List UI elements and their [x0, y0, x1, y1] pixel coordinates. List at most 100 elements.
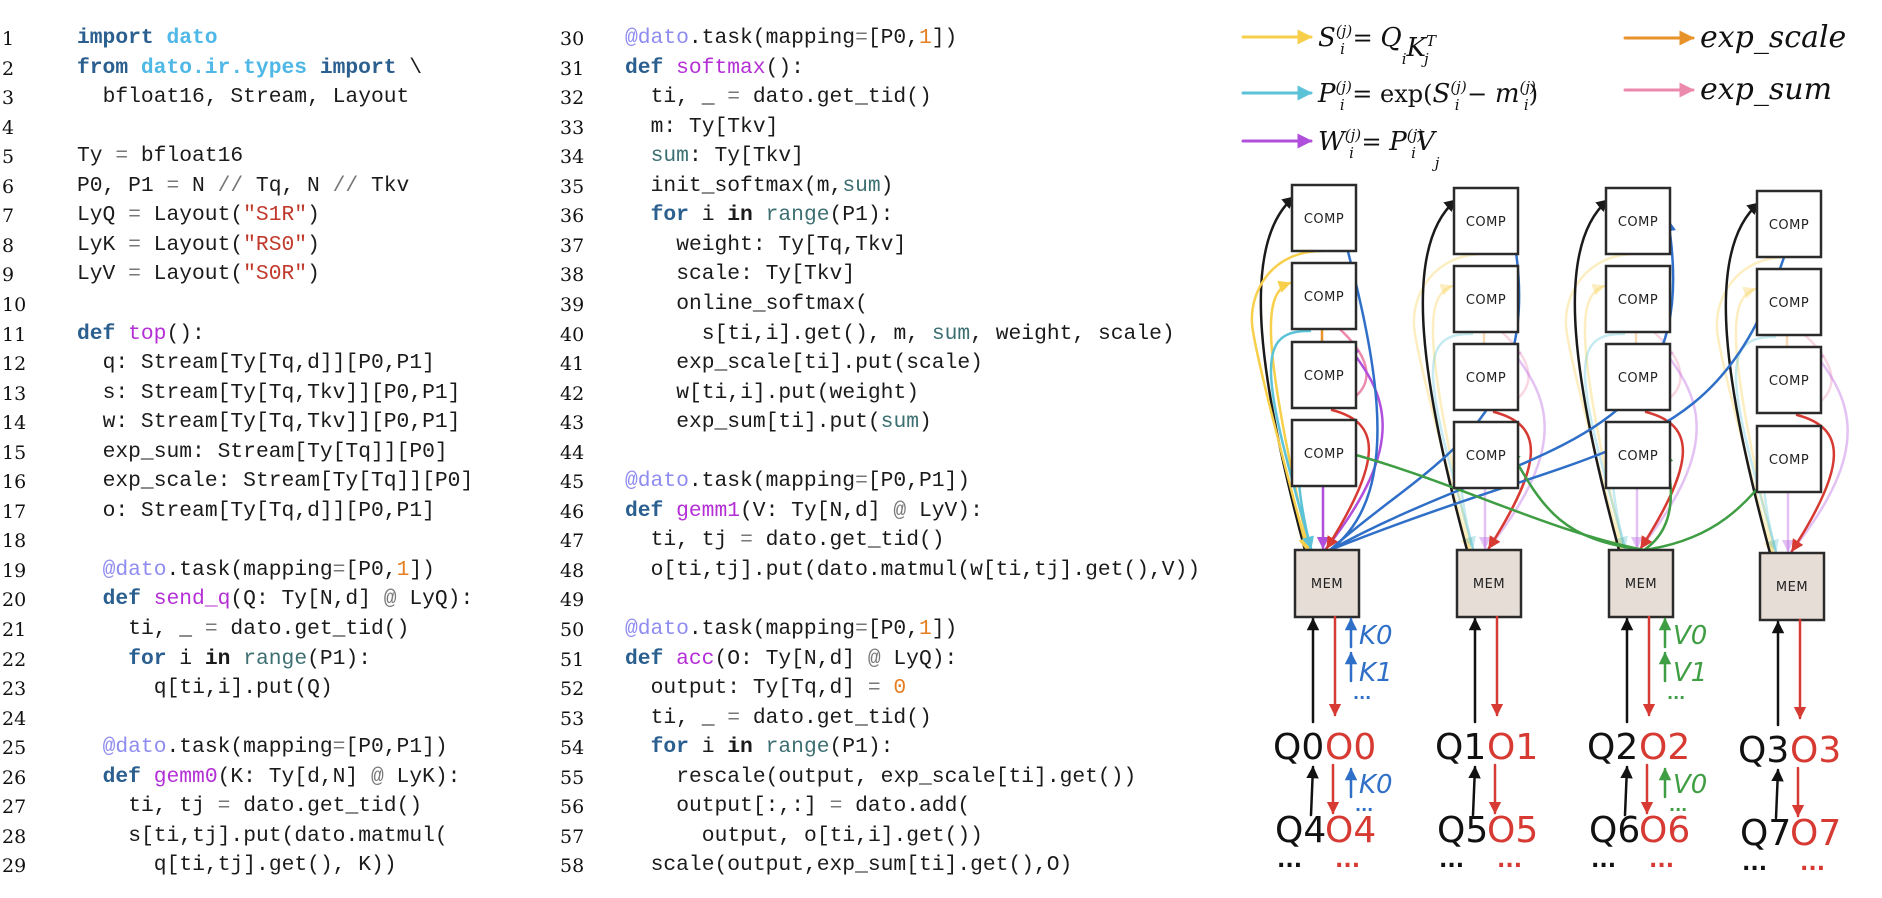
code-token: Layout( [140, 232, 244, 257]
code-text: LyK = Layout("RS0") [77, 233, 320, 257]
comp-box-frame [1452, 342, 1520, 412]
code-token: ti, tj [128, 794, 218, 819]
code-token: q: Stream[Ty[Tq,d]][P0,P1] [102, 351, 435, 376]
code-token: = [855, 26, 868, 50]
code-token: in [727, 203, 753, 228]
code-text: exp_sum[ti].put(sum) [676, 410, 932, 434]
o-label: O4 [1325, 810, 1376, 851]
v-edge [1508, 448, 1646, 552]
code-token: def [625, 498, 664, 523]
code-token: for [650, 735, 689, 760]
code-token: LyQ [77, 203, 129, 228]
code-token: def [102, 764, 141, 789]
ellipsis: ... [1497, 848, 1522, 873]
line-number: 45 [560, 471, 585, 494]
legend-label: W(j)i = P(j)iVj [1318, 126, 1440, 172]
code-text: for i in range(P1): [651, 203, 894, 227]
p-edge [1583, 332, 1628, 550]
o-edge [1790, 413, 1836, 553]
code-text: weight: Ty[Tq,Tkv] [676, 233, 906, 257]
code-token: P0, P1 [77, 173, 167, 198]
code-token: ) [880, 173, 894, 198]
line-number: 20 [2, 589, 27, 612]
comp-label: COMP [1304, 447, 1344, 462]
o-label: O0 [1325, 727, 1376, 768]
code-token: exp_sum[ti].put( [676, 410, 881, 435]
comp-box: COMP [1604, 342, 1672, 412]
code-token: Ty [77, 144, 116, 169]
comp-box-frame [1290, 340, 1358, 410]
code-token [141, 587, 154, 611]
comp-box: COMP [1452, 186, 1520, 256]
comp-label: COMP [1618, 371, 1658, 386]
code-token: = [128, 262, 141, 287]
code-token: [P0,P1]) [867, 469, 971, 494]
code-token: Layout( [140, 203, 244, 228]
code-token: (P1): [829, 203, 894, 228]
boxes: COMP COMP COMP COMP MEM COMP COMP COMP COMP MEM CO… [1290, 183, 1826, 622]
code-token: ) [919, 410, 932, 435]
code-text: Ty = bfloat16 [77, 144, 243, 168]
code-token: ]) [931, 617, 958, 641]
comp-box: COMP [1604, 264, 1672, 334]
line-number: 30 [560, 28, 585, 50]
comp-label: COMP [1769, 296, 1809, 311]
code-token: init_softmax(m, [650, 173, 843, 198]
code-text: rescale(output, exp_scale[ti].get()) [676, 765, 1136, 789]
legend-label: P(j)i = exp(S(j)i − m(j)i) [1317, 78, 1538, 114]
line-number: 42 [560, 382, 585, 405]
line-number: 56 [560, 796, 585, 819]
q-edge [1724, 201, 1772, 555]
comp-box: COMP [1452, 264, 1520, 334]
line-number: 43 [560, 412, 585, 435]
code-token: = [829, 794, 843, 819]
code-token: .task(mapping [166, 735, 333, 760]
code-token: = [115, 144, 129, 169]
code-token: output: Ty[Tq,d] [650, 676, 868, 701]
code-token: : Ty[Tkv] [688, 144, 804, 169]
q-label: Q7 [1740, 813, 1791, 854]
code-token: ) [307, 203, 320, 228]
comp-box: COMP [1452, 420, 1520, 490]
line-number: 29 [2, 855, 27, 878]
stream-label: ... [1669, 796, 1687, 815]
code-token: [P0, [867, 26, 919, 50]
code-token: ) [307, 262, 320, 287]
code-text: exp_scale[ti].put(scale) [676, 351, 983, 375]
code-token [128, 56, 141, 80]
code-token: exp_sum: Stream[Ty[Tq]][P0] [102, 439, 448, 464]
code-token: (O: Ty[N,d] [714, 646, 868, 671]
code-token: @dato [625, 469, 689, 494]
stream-label: K0 [1359, 770, 1393, 800]
code-token: dato.get_tid() [740, 85, 932, 110]
code-token: ]) [409, 557, 435, 582]
code-token: range [765, 203, 830, 228]
code-token: = [128, 203, 141, 228]
ellipsis: ... [1591, 848, 1616, 873]
code-token: output[:,:] [676, 794, 830, 819]
code-text: exp_sum: Stream[Ty[Tq]][P0] [103, 440, 448, 464]
comp-label: COMP [1304, 369, 1344, 384]
mem-box-frame [1293, 548, 1361, 619]
mem-box: MEM [1758, 551, 1826, 622]
code-token: // [217, 173, 244, 198]
code-token: // [332, 173, 359, 198]
code-token: @dato [625, 617, 689, 641]
q-label: Q6 [1589, 810, 1640, 851]
code-token: dato.get_tid() [740, 705, 932, 730]
legend-label: exp_scale [1700, 20, 1846, 55]
mem-box: MEM [1455, 548, 1523, 619]
code-text: output: Ty[Tq,d] = 0 [651, 676, 907, 700]
code-token [663, 499, 676, 523]
line-number: 14 [2, 412, 27, 435]
comp-label: COMP [1466, 371, 1506, 386]
code-token: sum [931, 321, 971, 346]
line-number: 55 [560, 766, 585, 789]
code-text: exp_scale: Stream[Ty[Tq]][P0] [103, 469, 474, 493]
code-text: bfloat16, Stream, Layout [103, 85, 410, 109]
comp-label: COMP [1618, 215, 1658, 230]
s-edge [1250, 249, 1324, 552]
code-token: import [319, 55, 397, 80]
code-token: @dato [102, 557, 167, 582]
